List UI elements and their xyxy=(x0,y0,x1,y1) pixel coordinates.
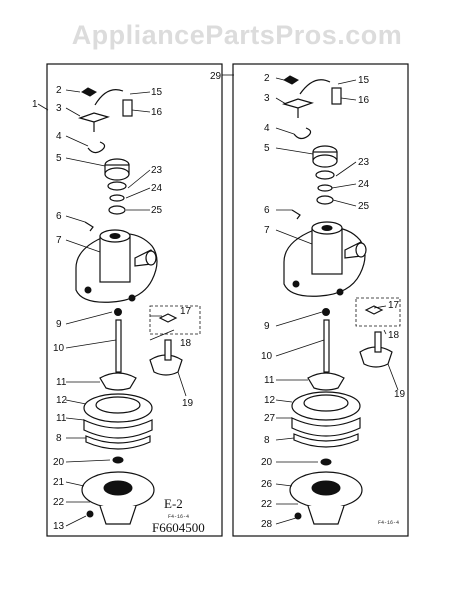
callout: 17 xyxy=(180,306,192,317)
stamp-label: E-2 xyxy=(164,496,183,511)
callout: 6 xyxy=(264,205,270,216)
part-pump-housing xyxy=(75,229,158,303)
callout: 19 xyxy=(394,389,406,400)
right-exploded-view xyxy=(222,63,409,537)
callout: 5 xyxy=(264,143,270,154)
part-cap xyxy=(104,167,130,181)
callout: 16 xyxy=(151,107,163,118)
callout: 2 xyxy=(264,73,270,84)
stamp-sub-label: F4-16-4 xyxy=(378,520,399,526)
stamp-sub-label: F4-16-4 xyxy=(168,514,189,520)
part-pump-housing-right xyxy=(283,221,367,297)
callout: 28 xyxy=(261,519,273,530)
left-panel-frame xyxy=(46,63,223,537)
callout: 18 xyxy=(180,338,192,349)
callout: 15 xyxy=(151,87,163,98)
right-callouts: 29 2 3 4 5 6 7 9 10 11 12 27 8 20 26 22 … xyxy=(210,71,406,530)
callout: 4 xyxy=(264,123,270,134)
part-shaft xyxy=(115,319,122,373)
callout: 22 xyxy=(261,499,273,510)
callout: 4 xyxy=(56,131,62,142)
part-impeller xyxy=(83,393,153,423)
callout: 25 xyxy=(151,205,163,216)
right-panel-frame xyxy=(232,63,409,537)
callout: 21 xyxy=(53,477,65,488)
callout: 11 xyxy=(264,375,275,386)
callout: 3 xyxy=(264,93,270,104)
part-clip xyxy=(87,141,106,154)
callout: 7 xyxy=(56,235,62,246)
callout: 2 xyxy=(56,85,62,96)
right-assembly-callout: 29 xyxy=(210,71,222,82)
part-nut xyxy=(81,87,97,97)
callout: 24 xyxy=(151,183,163,194)
callout: 8 xyxy=(264,435,270,446)
callout: 5 xyxy=(56,153,62,164)
callout: 23 xyxy=(358,157,370,168)
callout: 24 xyxy=(358,179,370,190)
callout: 20 xyxy=(261,457,273,468)
callout: 17 xyxy=(388,300,400,311)
callout: 9 xyxy=(56,319,62,330)
watermark-text: AppliancePartsPros.com xyxy=(72,20,403,50)
part-bracket xyxy=(78,112,110,132)
callout: 13 xyxy=(53,521,65,532)
part-17-box xyxy=(149,305,201,335)
callout: 26 xyxy=(261,479,273,490)
left-callouts: 1 2 3 4 5 6 7 9 10 11 12 11 8 20 21 22 1… xyxy=(32,85,205,535)
callout: 6 xyxy=(56,211,62,222)
callout: 10 xyxy=(261,351,273,362)
callout: 20 xyxy=(53,457,65,468)
callout: 16 xyxy=(358,95,370,106)
callout: 22 xyxy=(53,497,65,508)
callout: 11 xyxy=(56,413,67,424)
part-impeller-hub xyxy=(99,372,137,391)
part-switch xyxy=(122,99,133,117)
callout: 8 xyxy=(56,433,62,444)
part-ring xyxy=(83,419,153,439)
callout: 15 xyxy=(358,75,370,86)
callout: 9 xyxy=(264,321,270,332)
callout: 18 xyxy=(388,330,400,341)
callout: 25 xyxy=(358,201,370,212)
callout: 11 xyxy=(56,377,67,388)
callout: 12 xyxy=(56,395,68,406)
callout: 27 xyxy=(264,413,276,424)
part-washer xyxy=(107,181,127,191)
callout: 19 xyxy=(182,398,194,409)
left-exploded-view xyxy=(37,63,223,537)
part-number-label: F6604500 xyxy=(152,520,205,535)
callout: 10 xyxy=(53,343,65,354)
callout: 12 xyxy=(264,395,276,406)
callout: 7 xyxy=(264,225,270,236)
callout: 23 xyxy=(151,165,163,176)
left-assembly-callout: 1 xyxy=(32,99,38,110)
part-seal xyxy=(114,308,122,316)
callout: 3 xyxy=(56,103,62,114)
